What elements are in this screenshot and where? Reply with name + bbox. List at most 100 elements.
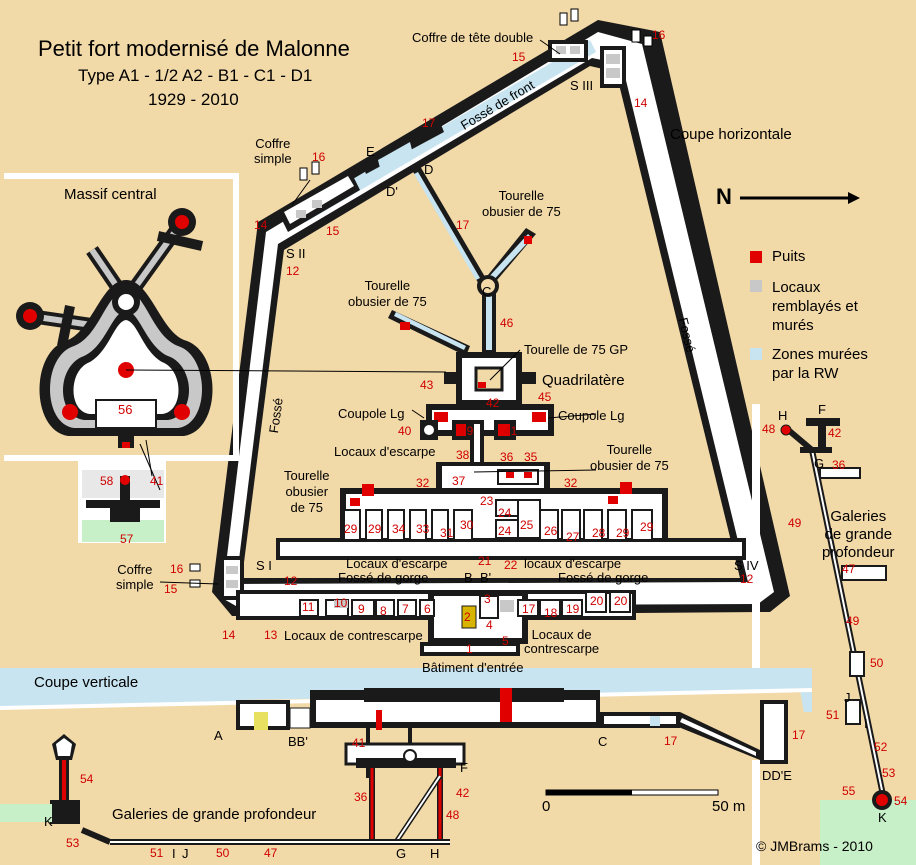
letter-b: B: [464, 570, 473, 585]
letter-k-vert: K: [44, 814, 53, 829]
coupe-horizontale-label: Coupe horizontale: [670, 126, 792, 143]
vertical-section: [0, 668, 813, 845]
num-23: 23: [480, 494, 494, 508]
num-27: 27: [566, 530, 580, 544]
num-46: 46: [500, 316, 514, 330]
num-5: 5: [502, 634, 509, 648]
num-51-vert: 51: [150, 846, 164, 860]
num-33: 33: [416, 522, 430, 536]
letter-g-right: G: [814, 456, 825, 471]
num-36-vert: 36: [354, 790, 368, 804]
num-47-right: 47: [842, 562, 856, 576]
num-42-a: 42: [486, 396, 500, 410]
num-9: 9: [358, 602, 365, 616]
num-39: 39: [460, 424, 474, 438]
letter-dde: DD'E: [762, 768, 792, 783]
letter-si: S I: [256, 558, 272, 573]
num-35: 35: [524, 450, 538, 464]
num-58: 58: [100, 474, 114, 488]
num-51-right: 51: [826, 708, 840, 722]
num-12-b: 12: [284, 574, 298, 588]
coupe-verticale-label: Coupe verticale: [34, 674, 139, 691]
galeries-right-label: Galeries de grande profondeur: [822, 508, 895, 561]
num-11: 11: [302, 600, 315, 614]
num-22: 22: [504, 558, 518, 572]
num-14-a: 14: [634, 96, 648, 110]
letter-j-right: J: [844, 690, 851, 705]
num-19: 19: [566, 602, 580, 616]
north-label: N: [716, 184, 732, 209]
num-52: 52: [874, 740, 888, 754]
legend-locaux-swatch: [750, 280, 762, 292]
num-30: 30: [460, 518, 474, 532]
num-24-b: 24: [498, 524, 512, 538]
num-38: 38: [456, 448, 470, 462]
num-24-a: 24: [498, 506, 512, 520]
letter-sii: S II: [286, 246, 306, 261]
letter-f-right: F: [818, 402, 826, 417]
num-45: 45: [538, 390, 552, 404]
num-29-a: 29: [616, 526, 630, 540]
label-quadrilatere: Quadrilatère: [542, 372, 625, 389]
letter-dp: D': [386, 184, 398, 199]
num-4: 4: [486, 618, 493, 632]
label-tourelle-left: Tourelle obusier de 75: [348, 278, 427, 309]
subtitle-type: Type A1 - 1/2 A2 - B1 - C1 - D1: [78, 66, 313, 85]
num-36-right: 36: [832, 458, 846, 472]
num-50-right: 50: [870, 656, 884, 670]
num-29-b: 29: [640, 520, 654, 534]
num-14-c: 14: [222, 628, 236, 642]
coffre-tete-double: [548, 8, 653, 88]
legend-zones-swatch: [750, 348, 762, 360]
label-locaux-escarpe-2: Locaux d'escarpe: [346, 556, 448, 571]
num-1: 1: [466, 642, 473, 656]
letter-h-vert: H: [430, 846, 440, 861]
label-locaux-escarpe-1: Locaux d'escarpe: [334, 444, 436, 459]
num-55: 55: [842, 784, 856, 798]
num-54-right: 54: [894, 794, 908, 808]
num-8: 8: [380, 604, 387, 618]
num-29-d: 29: [368, 522, 382, 536]
letter-g-vert: G: [396, 846, 407, 861]
num-25: 25: [520, 518, 534, 532]
legend-zones-label: Zones murées par la RW: [772, 346, 868, 382]
num-17-b: 17: [456, 218, 470, 232]
label-tourelle-top: Tourelle obusier de 75: [482, 188, 561, 219]
letter-i-right: I: [864, 716, 868, 731]
north-arrow: [740, 192, 860, 204]
num-53-right: 53: [882, 766, 896, 780]
num-41-massif: 41: [150, 474, 164, 488]
num-34: 34: [392, 522, 406, 536]
num-43: 43: [420, 378, 434, 392]
num-41-a: 41: [504, 424, 518, 438]
letter-bb: BB': [288, 734, 308, 749]
num-15-a: 15: [512, 50, 526, 64]
num-3: 3: [484, 592, 491, 606]
num-32-a: 32: [416, 476, 430, 490]
rooms-escarpe: [343, 499, 653, 541]
num-12-a: 12: [286, 264, 300, 278]
num-17-vert-b: 17: [792, 728, 806, 742]
num-54-vert: 54: [80, 772, 94, 786]
num-16-c: 16: [170, 562, 184, 576]
subtitle-years: 1929 - 2010: [148, 90, 239, 109]
num-37: 37: [452, 474, 466, 488]
label-coffre-simple-top: Coffre simple: [254, 136, 292, 166]
num-17-a: 17: [422, 116, 436, 130]
num-32-b: 32: [564, 476, 578, 490]
coffre-simple-top: [278, 122, 444, 232]
num-29-c: 29: [344, 522, 358, 536]
label-coffre-simple-left: Coffre simple: [116, 562, 154, 592]
num-16-a: 16: [652, 28, 666, 42]
num-49-b: 49: [846, 614, 860, 628]
massif-central-inset: [4, 173, 239, 543]
label-fosse-gorge-2: Fossé de gorge: [558, 570, 649, 585]
letter-i-vert: I: [172, 846, 176, 861]
label-fosse-gorge-1: Fossé de gorge: [338, 570, 429, 585]
num-16-b: 16: [312, 150, 326, 164]
label-locaux-contrescarpe-2: Locaux de contrescarpe: [524, 627, 600, 656]
scale-start: 0: [542, 798, 551, 815]
legend-puits-swatch: [750, 251, 762, 263]
num-41-vert: 41: [352, 736, 366, 750]
